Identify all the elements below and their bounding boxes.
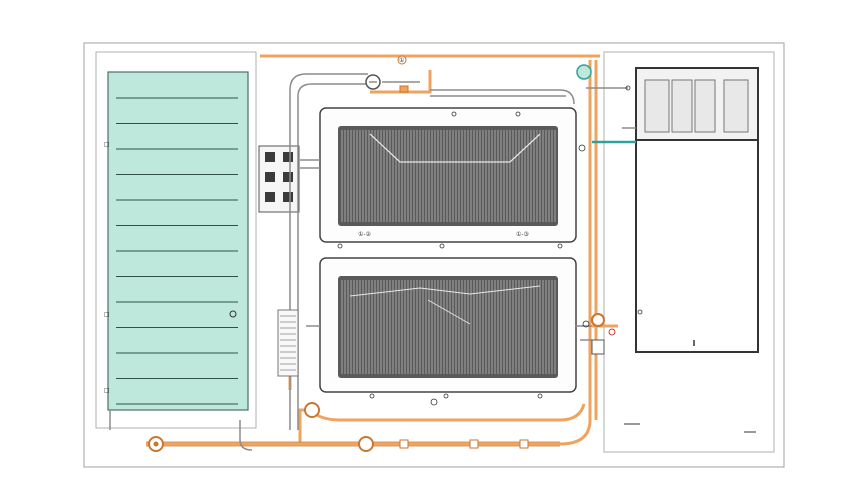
- valve-icons: [399, 85, 605, 449]
- lower-storage-tank: [319, 257, 577, 393]
- return-pump-icon: [358, 436, 374, 452]
- solar-sensor-icon: [229, 310, 237, 318]
- sensor-icon: [369, 393, 375, 399]
- solar-tag-top: □: [104, 141, 110, 148]
- sensor-icon: [430, 398, 438, 406]
- sensor-icon: [443, 393, 449, 399]
- sensor-icon: [637, 309, 643, 315]
- plate-heat-exchanger: [277, 309, 299, 377]
- sensor-icon: [608, 328, 616, 336]
- top-pump-icon: [365, 74, 381, 90]
- electrical-cabinet: [635, 67, 759, 353]
- valve-icon: [399, 85, 409, 93]
- sensor-icon: [451, 111, 457, 117]
- sensor-icon: [439, 243, 445, 249]
- valve-icon: [591, 339, 605, 355]
- sensor-icon: [515, 111, 521, 117]
- solar-collector-array: [107, 71, 249, 411]
- solar-frame: [95, 51, 257, 429]
- valve-icon: [519, 439, 529, 449]
- sensor-icon: [537, 393, 543, 399]
- main-circulation-pump-icon: [148, 436, 164, 452]
- top-tag: ①: [399, 57, 404, 64]
- hot-water-pipe-edges: [146, 441, 560, 447]
- upper-tank-label-right: ①-③: [516, 231, 529, 238]
- right-room-frame: [603, 51, 775, 453]
- hot-water-pipes: [146, 54, 618, 446]
- upper-storage-tank: [319, 107, 577, 243]
- valve-icon: [399, 439, 409, 449]
- return-pipes: [109, 73, 636, 451]
- sensor-icon: [625, 85, 631, 91]
- outer-frame: [83, 42, 785, 468]
- sensor-icons: [337, 85, 643, 406]
- expansion-tank-icon: [576, 64, 592, 80]
- solar-tag-mid: □: [104, 311, 110, 318]
- upper-tank-label-left: ①-②: [358, 231, 372, 238]
- sensor-icon: [578, 144, 586, 152]
- solar-loop-pump-icon: [304, 402, 320, 418]
- sensor-icon: [557, 243, 563, 249]
- sensor-icon: [337, 243, 343, 249]
- control-panel: [258, 145, 300, 213]
- solar-tag-bottom: □: [104, 387, 110, 394]
- top-tag-marker: [397, 55, 407, 65]
- lower-heat-exchanger-coil: [349, 285, 541, 297]
- sensor-icon: [582, 320, 590, 328]
- valve-icon: [469, 439, 479, 449]
- tank-outlet-pump-icon: [591, 313, 605, 327]
- upper-heat-exchanger-coil: [369, 133, 541, 163]
